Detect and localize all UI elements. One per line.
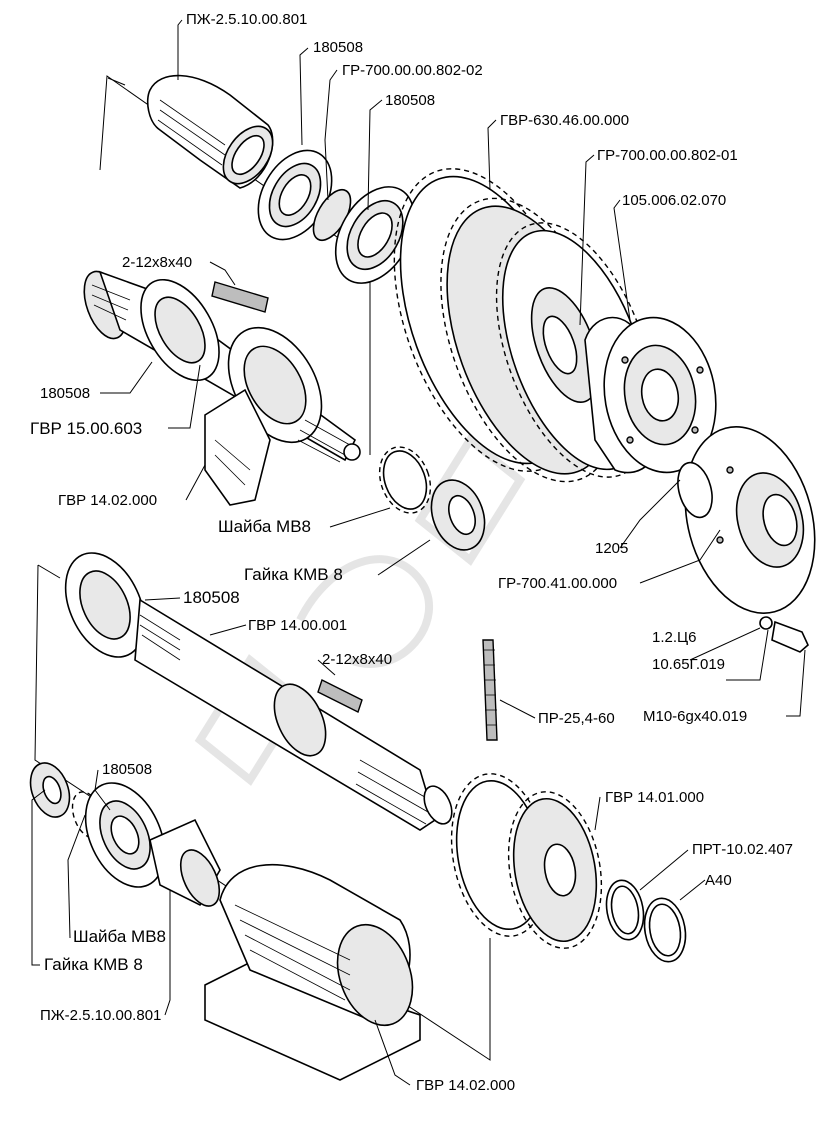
label-bracket-upper: ГВР 14.02.000 — [58, 492, 157, 509]
label-spacer-ring: ГР-700.00.00.802-02 — [342, 62, 483, 79]
label-lower-shaft: ГВР 14.00.001 — [248, 617, 347, 634]
label-bushing-lower: ПЖ-2.5.10.00.801 — [40, 1007, 161, 1024]
key-lower — [317, 679, 363, 713]
label-bearing-top-2: 180508 — [385, 92, 435, 109]
label-spring-ring: А40 — [705, 872, 732, 889]
label-washer-mid: Шайба МВ8 — [218, 517, 311, 536]
label-large-sprocket: ГВР-630.46.00.000 — [500, 112, 629, 129]
label-flange: ГР-700.41.00.000 — [498, 575, 617, 592]
label-key-top: 2-12x8x40 — [122, 254, 192, 271]
hub — [584, 316, 717, 474]
bushing-top — [146, 74, 274, 189]
support-bracket-lower — [204, 863, 421, 1081]
label-bearing-lower-shaft: 180508 — [183, 588, 240, 607]
nut-mid — [430, 479, 486, 551]
label-lower-sprocket: ГВР 14.01.000 — [605, 789, 704, 806]
label-chain: ПР-25,4-60 — [538, 710, 615, 727]
label-bushing-top: ПЖ-2.5.10.00.801 — [186, 11, 307, 28]
label-sprocket-spacer: ГР-700.00.00.802-01 — [597, 147, 738, 164]
label-bearing-upper-shaft: 180508 — [40, 385, 90, 402]
label-washer-lower: Шайба МВ8 — [73, 927, 166, 946]
label-nut-lower: Гайка КМВ 8 — [44, 955, 143, 974]
nut-lower — [29, 762, 71, 818]
lower-shaft — [64, 552, 453, 831]
label-upper-shaft: ГВР 15.00.603 — [30, 419, 142, 438]
label-nut-mid: Гайка КМВ 8 — [244, 565, 343, 584]
bracket-upper — [204, 388, 271, 506]
key-top — [211, 281, 269, 313]
label-bearing-1205: 1205 — [595, 540, 628, 557]
label-retaining-ring: ПРТ-10.02.407 — [692, 841, 793, 858]
lower-sprocket — [450, 773, 603, 949]
part-labels: ПЖ-2.5.10.00.801 180508 ГР-700.00.00.802… — [30, 11, 793, 1094]
label-bolt: М10-6gx40.019 — [643, 708, 747, 725]
retaining-ring — [605, 879, 645, 941]
flange-disk — [677, 426, 816, 614]
label-key-lower: 2-12x8x40 — [322, 651, 392, 668]
roller-chain — [482, 639, 498, 741]
bearing-lower — [84, 782, 166, 888]
label-bearing-lower: 180508 — [102, 761, 152, 778]
label-bearing-top-1: 180508 — [313, 39, 363, 56]
label-hub: 105.006.02.070 — [622, 192, 726, 209]
leader-lines — [31, 19, 806, 1086]
spring-ring — [643, 897, 687, 963]
label-spring-washer: 10.65Г.019 — [652, 656, 725, 673]
bushing-lower — [149, 818, 221, 907]
upper-shaft — [83, 270, 361, 463]
label-washer-bolt: 1.2.Ц6 — [652, 629, 696, 646]
label-bracket-lower: ГВР 14.02.000 — [416, 1077, 515, 1094]
bolt — [759, 616, 809, 653]
lock-washer-mid — [378, 446, 432, 514]
